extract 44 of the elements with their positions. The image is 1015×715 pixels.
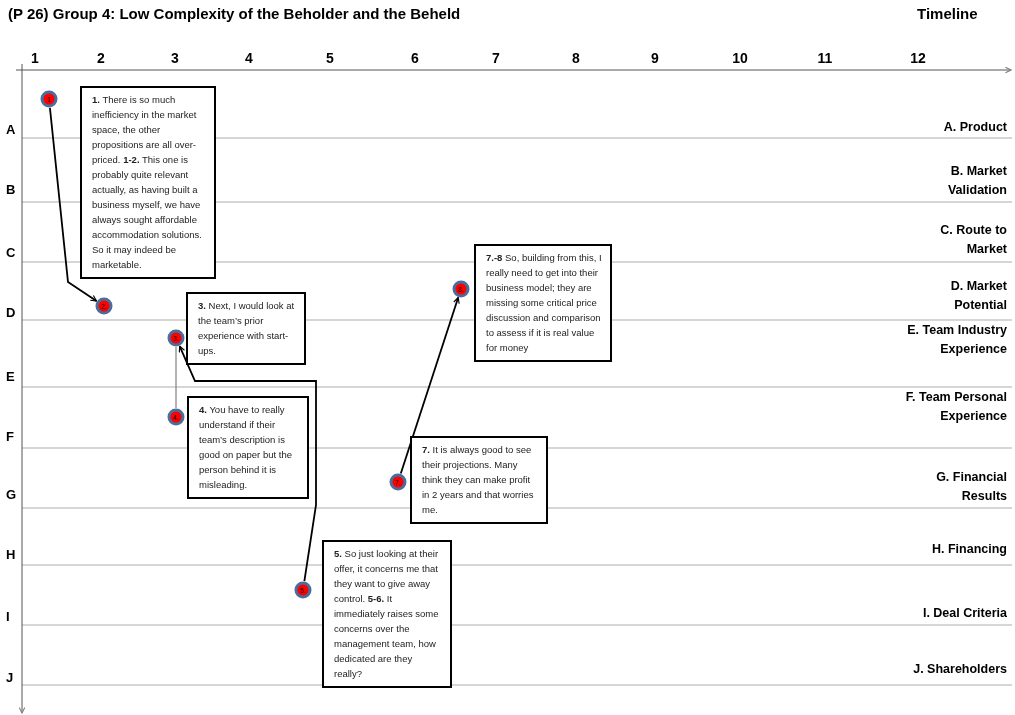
axis-tick-label: 4: [245, 50, 253, 66]
row-category-label: G. Financial Results: [935, 469, 1007, 505]
arrow: [399, 296, 460, 475]
comment-box: 7.-8 So, building from this, I really need to get into their business model; they are missing some critical price discussion and comparison to assess if it is real value for money: [474, 244, 612, 362]
row-letter: B: [6, 182, 16, 197]
axis-tick-label: 11: [817, 50, 833, 66]
axis-tick-label: 3: [171, 50, 179, 66]
row-category-label: B. Market Validation: [946, 163, 1007, 199]
axis-tick-label: 1: [31, 50, 39, 66]
row-letter: H: [6, 547, 16, 562]
row-category-label: D. Market Potential: [949, 278, 1007, 314]
arrow: [49, 107, 98, 302]
row-category-label: I. Deal Criteria: [921, 605, 1007, 622]
row-category-label: E. Team Industry Experience: [906, 322, 1007, 358]
comment-box: 5. So just looking at their offer, it concerns me that they want to give away control. 5-6. It immediately raises some concerns over the management team, how dedicated are they really?: [322, 540, 452, 688]
axis-tick-label: 9: [651, 50, 659, 66]
row-letter: D: [6, 305, 16, 320]
row-category-label: A. Product: [942, 119, 1007, 136]
row-letter: J: [6, 670, 14, 685]
axis-tick-label: 6: [411, 50, 419, 66]
connector-line: [175, 346, 177, 409]
title: (P 26) Group 4: Low Complexity of the Beholder and the Beheld: [8, 5, 461, 22]
comment-box: 3. Next, I would look at the team’s prior experience with start-ups.: [186, 292, 306, 365]
axis-tick-label: 5: [326, 50, 334, 66]
axis-tick-label: 8: [572, 50, 580, 66]
heading-label: Timeline: [917, 5, 978, 22]
arrow: [178, 345, 317, 582]
row-letter: G: [6, 487, 17, 502]
comment-box: 4. You have to really understand if their team’s description is good on paper but the person behind it is misleading.: [187, 396, 309, 499]
comment-box: 7. It is always good to see their projections. Many think they can make profit in 2 years and that worries me.: [410, 436, 548, 524]
row-letter: A: [6, 122, 16, 137]
row-letter: F: [6, 429, 14, 444]
row-category-label: C. Route to Market: [939, 222, 1007, 258]
row-letter: C: [6, 245, 16, 260]
row-category-label: J. Shareholders: [912, 661, 1007, 678]
axis-tick-label: 12: [910, 50, 926, 66]
comment-box: 1. There is so much inefficiency in the market space, the other propositions are all over-priced. 1-2. This one is probably quite relevant actually, as having built a business myself, we have always sought affordable accommodation solutions. So it may indeed be marketable.: [80, 86, 216, 279]
axis-tick-label: 7: [492, 50, 500, 66]
row-letter: E: [6, 369, 15, 384]
row-category-label: F. Team Personal Experience: [904, 389, 1007, 425]
axis-tick-label: 10: [732, 50, 748, 66]
axis-tick-label: 2: [97, 50, 105, 66]
row-letter: I: [6, 609, 10, 624]
row-category-label: H. Financing: [931, 541, 1007, 558]
